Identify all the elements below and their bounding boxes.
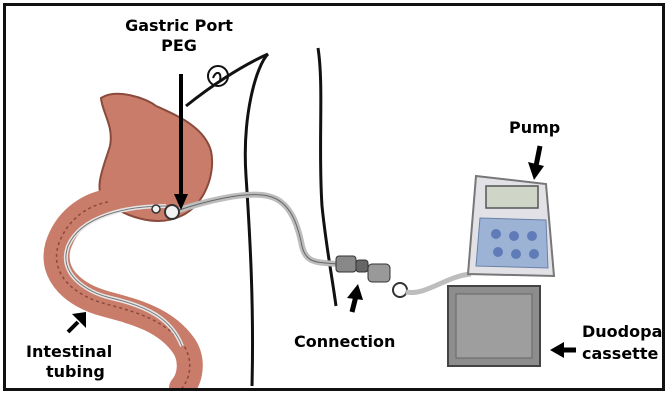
arrow-intestinal — [68, 312, 86, 332]
label-intestinal-tubing-line2: tubing — [46, 362, 105, 382]
label-intestinal-tubing-line1: Intestinal — [26, 342, 112, 362]
pump-device — [468, 176, 554, 276]
diagram-frame: Gastric Port PEG Pump Connection Intesti… — [3, 3, 665, 391]
peg-port — [165, 205, 179, 219]
label-connection: Connection — [294, 332, 395, 352]
duodopa-cassette — [448, 286, 540, 366]
body-outline-right — [318, 48, 336, 306]
arrow-connection — [347, 284, 363, 312]
label-peg: PEG — [104, 36, 254, 56]
body-outline-left — [245, 54, 268, 386]
illustration — [6, 6, 662, 388]
label-duodopa-line1: Duodopa — [582, 322, 662, 342]
arrow-cassette — [550, 342, 576, 358]
external-tube — [176, 195, 336, 264]
label-duodopa-line2: cassette — [582, 344, 658, 364]
label-pump: Pump — [509, 118, 560, 138]
arrow-pump — [528, 146, 544, 180]
connector — [336, 256, 407, 297]
label-gastric-port: Gastric Port — [104, 16, 254, 36]
